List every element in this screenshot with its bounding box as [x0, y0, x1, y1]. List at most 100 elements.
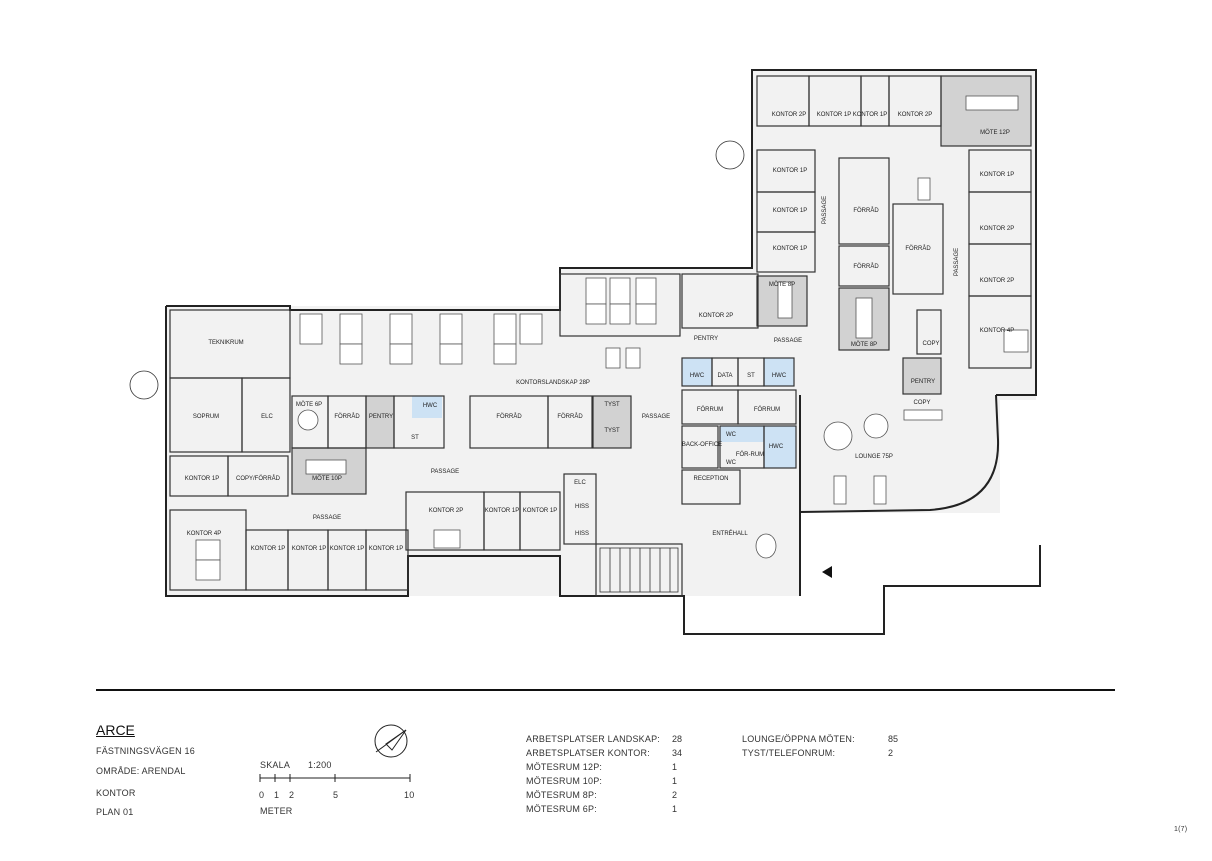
scale-tick-0: 0 — [259, 790, 265, 800]
room-passage-f: PASSAGE — [954, 248, 960, 276]
room-forrad-f: FÖRRÅD — [905, 245, 931, 252]
room-wc-b: WC — [726, 460, 737, 466]
room-hiss-a: HISS — [575, 504, 589, 510]
address-text: FÄSTNINGSVÄGEN 16 — [96, 746, 195, 756]
room-kontor2p-upper: KONTOR 2P — [699, 313, 734, 319]
room-passage-a: PASSAGE — [642, 414, 670, 420]
room-teknikrum: TEKNIKRUM — [208, 340, 243, 346]
room-kontor1p-r2: KONTOR 1P — [292, 546, 327, 552]
room-forrad-b: FÖRRÅD — [496, 413, 522, 420]
room-forrad-d: FÖRRÅD — [853, 207, 879, 214]
room-wc-a: WC — [726, 432, 737, 438]
room-labels: TEKNIKRUM SOPRUM ELC MÖTE 6P FÖRRÅD PENT… — [185, 112, 1015, 552]
room-mote10p: MÖTE 10P — [312, 475, 342, 482]
room-forrad-a: FÖRRÅD — [334, 413, 360, 420]
room-kontor2p-e2: KONTOR 2P — [980, 278, 1015, 284]
room-kontor1p-w: KONTOR 1P — [185, 476, 220, 482]
room-kontor2p-n2: KONTOR 2P — [898, 112, 933, 118]
room-tyst-b: TYST — [604, 428, 620, 434]
type-text: KONTOR — [96, 788, 136, 798]
room-copy-b: COPY — [913, 400, 930, 406]
stat-value: 1 — [672, 804, 678, 814]
scale-tick-1: 1 — [274, 790, 280, 800]
wet-rooms — [412, 358, 796, 468]
room-kontor1p-n2: KONTOR 1P — [773, 208, 808, 214]
title-divider — [96, 689, 1115, 691]
stat-value: 2 — [888, 748, 894, 758]
stat-label: MÖTESRUM 12P: — [526, 762, 603, 772]
stat-label: TYST/TELEFONRUM: — [742, 748, 836, 758]
room-mote12p: MÖTE 12P — [980, 129, 1010, 136]
room-backoffice: BACK-OFFICE — [682, 442, 722, 448]
room-kontor1p-e: KONTOR 1P — [980, 172, 1015, 178]
stat-label: LOUNGE/ÖPPNA MÖTEN: — [742, 734, 855, 744]
room-hwc-b: HWC — [690, 373, 705, 379]
stat-label: MÖTESRUM 6P: — [526, 804, 597, 814]
room-kontorslandskap: KONTORSLANDSKAP 28P — [516, 380, 590, 386]
brand-title: ARCE — [96, 722, 135, 738]
floor-plan: TEKNIKRUM SOPRUM ELC MÖTE 6P FÖRRÅD PENT… — [129, 69, 1041, 635]
stat-label: MÖTESRUM 8P: — [526, 790, 597, 800]
room-kontor1p-mid1: KONTOR 1P — [485, 508, 520, 514]
room-kontor1p-n1: KONTOR 1P — [773, 168, 808, 174]
grey-rooms — [292, 76, 1031, 494]
scale-tick-2: 2 — [289, 790, 295, 800]
room-data: DATA — [717, 373, 732, 379]
room-lounge: LOUNGE 75P — [855, 454, 893, 460]
room-kontor1p-r4: KONTOR 1P — [369, 546, 404, 552]
room-elc-mid: ELC — [574, 480, 586, 486]
stat-value: 1 — [672, 776, 678, 786]
stat-value: 34 — [672, 748, 683, 758]
room-tyst-a: TYST — [604, 402, 620, 408]
room-passage-c: PASSAGE — [313, 515, 341, 521]
scale-unit: METER — [260, 806, 293, 816]
room-for-rum: FÖR-RUM — [736, 451, 764, 458]
room-copy-forrad: COPY/FÖRRÅD — [236, 475, 281, 482]
room-st-b: ST — [747, 373, 755, 379]
room-kontor2p-n1: KONTOR 2P — [772, 112, 807, 118]
room-hwc-c: HWC — [772, 373, 787, 379]
room-kontor1p-mid2: KONTOR 1P — [523, 508, 558, 514]
room-forrad-c: FÖRRÅD — [557, 413, 583, 420]
stat-value: 2 — [672, 790, 678, 800]
room-mote6p: MÖTE 6P — [296, 401, 322, 408]
room-hwc-a: HWC — [423, 403, 438, 409]
north-arrow-icon — [374, 724, 408, 758]
room-kontor2p-mid: KONTOR 2P — [429, 508, 464, 514]
room-mote8p-b: MÖTE 8P — [851, 341, 877, 348]
room-reception: RECEPTION — [693, 476, 728, 482]
scale-bar — [259, 774, 411, 782]
room-passage-b: PASSAGE — [431, 469, 459, 475]
room-kontor1p-n5: KONTOR 1P — [853, 112, 888, 118]
room-kontor1p-n3: KONTOR 1P — [773, 246, 808, 252]
area-text: OMRÅDE: ARENDAL — [96, 766, 186, 776]
room-kontor4p-w: KONTOR 4P — [187, 531, 222, 537]
room-copy-a: COPY — [922, 341, 939, 347]
room-kontor1p-r3: KONTOR 1P — [330, 546, 365, 552]
entrance-arrow — [822, 566, 832, 578]
room-kontor1p-n4: KONTOR 1P — [817, 112, 852, 118]
stat-value: 85 — [888, 734, 899, 744]
scale-value: 1:200 — [308, 760, 332, 770]
room-forrum-a: FÖRRUM — [697, 406, 723, 413]
room-passage-d: PASSAGE — [774, 338, 802, 344]
room-forrad-e: FÖRRÅD — [853, 263, 879, 270]
scale-label: SKALA — [260, 760, 291, 770]
stat-label: ARBETSPLATSER KONTOR: — [526, 748, 650, 758]
room-st-a: ST — [411, 435, 419, 441]
room-entrehall: ENTRÉHALL — [712, 530, 748, 537]
room-hiss-b: HISS — [575, 531, 589, 537]
scale-tick-5: 5 — [333, 790, 339, 800]
room-pentry-b: PENTRY — [694, 336, 718, 342]
room-mote8p-a: MÖTE 8P — [769, 281, 795, 288]
scale-tick-10: 10 — [404, 790, 415, 800]
room-soprum: SOPRUM — [193, 414, 219, 420]
room-elc-left: ELC — [261, 414, 273, 420]
room-hwc-d: HWC — [769, 444, 784, 450]
stat-label: ARBETSPLATSER LANDSKAP: — [526, 734, 660, 744]
interior-walls — [169, 75, 1032, 597]
stat-label: MÖTESRUM 10P: — [526, 776, 603, 786]
stairs — [129, 140, 745, 593]
room-passage-e: PASSAGE — [822, 196, 828, 224]
room-pentry-a: PENTRY — [369, 414, 393, 420]
